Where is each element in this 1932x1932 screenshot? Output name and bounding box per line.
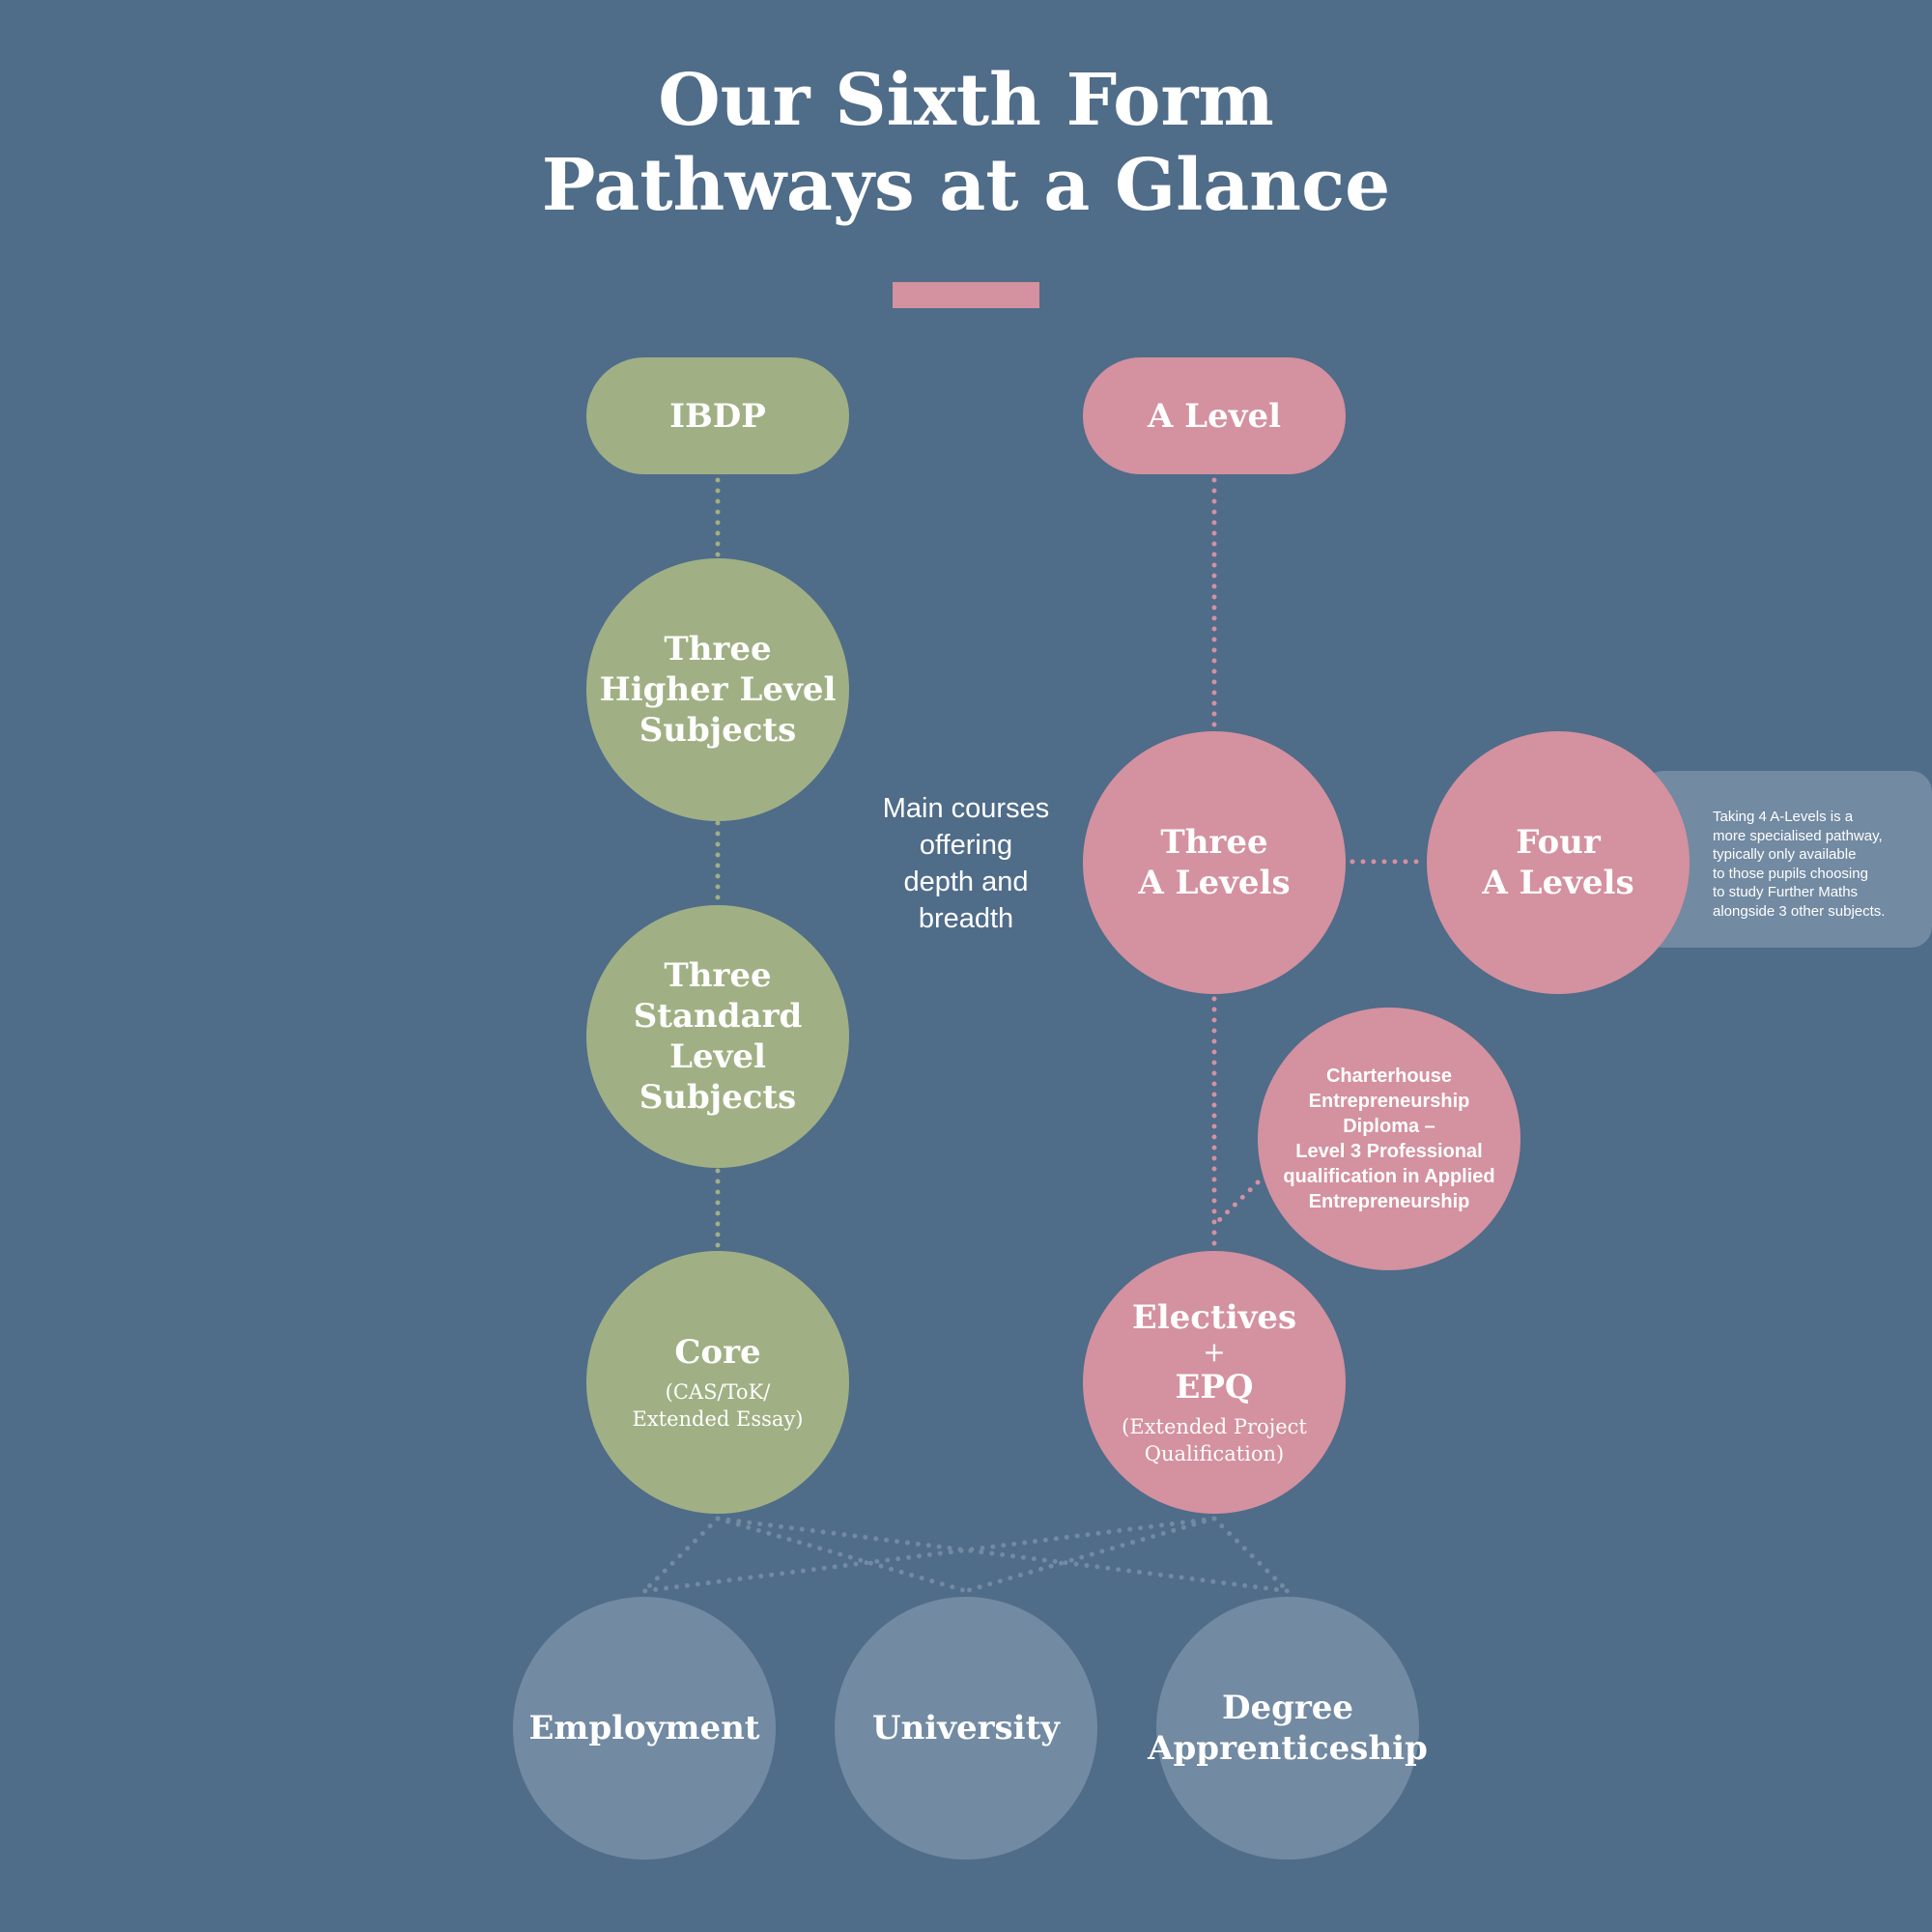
link-electives-apprenticeship — [1211, 1516, 1291, 1594]
apprenticeship-circle: Degree Apprenticeship — [1148, 1597, 1428, 1860]
electives-epq: EPQ — [1175, 1368, 1254, 1406]
four-alevels-note: Taking 4 A-Levels is a more specialised … — [1713, 808, 1925, 921]
three-alevels-circle: Three A Levels — [1083, 731, 1346, 994]
note-line-3: typically only available — [1713, 846, 1857, 863]
apprenticeship-line-1: Degree — [1221, 1689, 1354, 1727]
higher-level-circle: Three Higher Level Subjects — [586, 558, 849, 821]
note-line-1: Taking 4 A-Levels is a — [1713, 809, 1854, 825]
four-alevels-circle: Four A Levels — [1427, 731, 1690, 994]
standard-line-4: Subjects — [639, 1078, 797, 1117]
page-title: Our Sixth Form Pathways at a Glance — [0, 58, 1932, 228]
electives-plus: + — [1203, 1336, 1226, 1368]
outcome-links — [641, 1516, 1291, 1594]
core-title: Core — [674, 1333, 761, 1372]
standard-line-1: Three — [664, 956, 772, 995]
core-subtitle-2: Extended Essay) — [632, 1407, 804, 1431]
diploma-circle: Charterhouse Entrepreneurship Diploma – … — [1258, 1008, 1520, 1270]
employment-label: Employment — [528, 1709, 760, 1747]
alevel-pill: A Level — [1083, 357, 1346, 474]
four-alevels-note-box — [1642, 771, 1932, 948]
apprenticeship-line-2: Apprenticeship — [1148, 1729, 1428, 1768]
note-line-2: more specialised pathway, — [1713, 827, 1883, 844]
electives-title: Electives — [1131, 1298, 1297, 1337]
university-label: University — [871, 1709, 1061, 1747]
diploma-line-3: Diploma – — [1343, 1116, 1435, 1137]
link-electives-employment — [641, 1516, 1217, 1594]
link-core-employment — [641, 1516, 721, 1594]
four-alevels-line-1: Four — [1516, 823, 1601, 862]
four-alevels-line-2: A Levels — [1482, 864, 1634, 902]
center-label-line-2: offering — [919, 830, 1013, 861]
note-line-5: to study Further Maths — [1713, 884, 1859, 900]
electives-circle: Electives + EPQ (Extended Project Qualif… — [1083, 1251, 1346, 1514]
diploma-line-1: Charterhouse — [1325, 1065, 1453, 1087]
diploma-line-2: Entrepreneurship — [1308, 1091, 1470, 1112]
title-accent-bar — [893, 282, 1039, 308]
electives-subtitle-1: (Extended Project — [1122, 1415, 1307, 1438]
note-line-6: alongside 3 other subjects. — [1713, 902, 1886, 920]
note-line-4: to those pupils choosing — [1713, 865, 1868, 882]
ibdp-pill: IBDP — [586, 357, 849, 474]
diploma-line-6: Entrepreneurship — [1308, 1191, 1470, 1212]
center-label-line-4: breadth — [918, 903, 1014, 934]
center-label-line-1: Main courses — [882, 793, 1050, 824]
higher-line-3: Subjects — [639, 711, 797, 750]
title-line-2: Pathways at a Glance — [541, 144, 1391, 227]
core-circle: Core (CAS/ToK/ Extended Essay) — [586, 1251, 849, 1514]
core-subtitle-1: (CAS/ToK/ — [665, 1380, 771, 1404]
center-label-line-3: depth and — [903, 867, 1029, 897]
employment-circle: Employment — [513, 1597, 776, 1860]
three-alevels-line-1: Three — [1160, 823, 1268, 862]
title-line-1: Our Sixth Form — [658, 59, 1274, 142]
link-core-apprenticeship — [715, 1516, 1291, 1594]
ibdp-label: IBDP — [669, 396, 766, 436]
center-label: Main courses offering depth and breadth — [850, 790, 1082, 937]
diploma-line-5: qualification in Applied — [1283, 1166, 1495, 1187]
standard-level-circle: Three Standard Level Subjects — [586, 905, 849, 1168]
standard-line-3: Level — [669, 1037, 766, 1076]
electives-subtitle-2: Qualification) — [1144, 1442, 1285, 1465]
alevel-label: A Level — [1147, 396, 1282, 436]
diploma-line-4: Level 3 Professional — [1295, 1141, 1483, 1162]
link-core-university — [715, 1516, 969, 1594]
university-circle: University — [835, 1597, 1097, 1860]
standard-line-2: Standard — [633, 997, 803, 1036]
link-diploma-electives — [1211, 1179, 1261, 1228]
three-alevels-line-2: A Levels — [1138, 864, 1291, 902]
higher-line-1: Three — [664, 630, 772, 668]
link-electives-university — [963, 1516, 1217, 1594]
higher-line-2: Higher Level — [599, 670, 837, 709]
